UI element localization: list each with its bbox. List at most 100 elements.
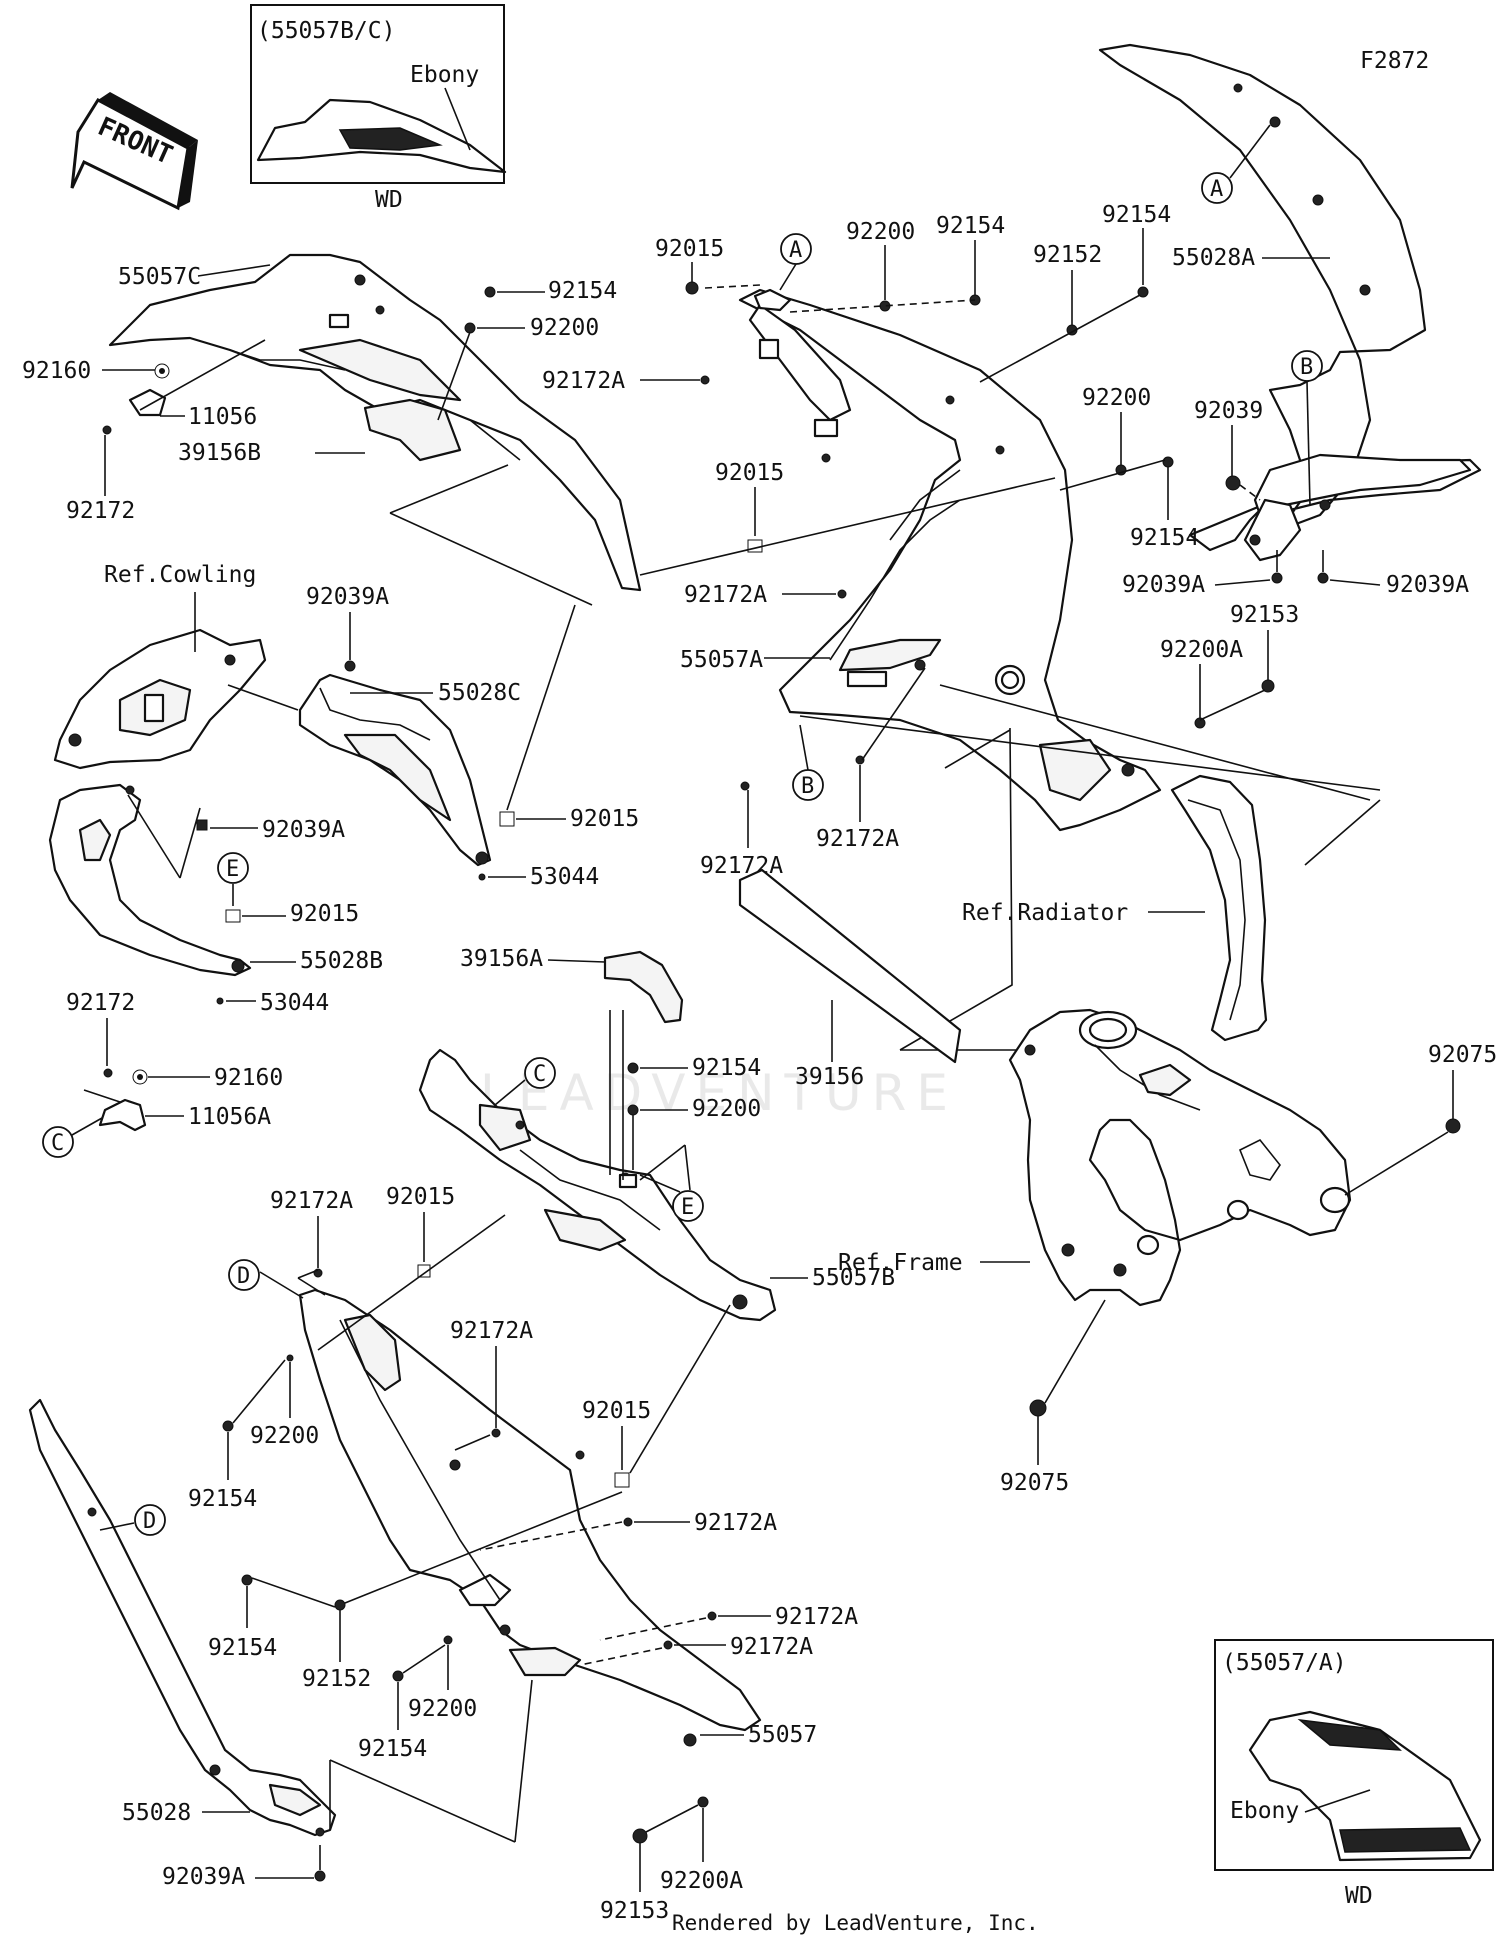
label-92154-lw2: 92154	[208, 1635, 277, 1661]
nut-92200-top-icon	[464, 322, 476, 334]
label-55057: 55057	[748, 1722, 817, 1748]
label-92172-l: 92172	[66, 990, 135, 1016]
nut-92039-icon	[1225, 475, 1241, 491]
bracket-11056A-icon	[98, 1098, 147, 1132]
label-92039A-bot: 92039A	[162, 1864, 245, 1890]
part-55028	[28, 1398, 337, 1837]
callout-B-right	[1291, 350, 1323, 382]
trim-39156B-icon	[363, 398, 462, 462]
trim-39156A-icon	[603, 950, 684, 1024]
nut-92200-lw3-icon	[443, 1635, 453, 1645]
label-92154-r: 92154	[1130, 525, 1199, 551]
inset-55057BC: (55057B/C) Ebony WD	[250, 4, 507, 213]
label-92200-lw: 92200	[250, 1423, 319, 1449]
label-55028C: 55028C	[438, 680, 521, 706]
label-92039A-r1: 92039A	[1122, 572, 1205, 598]
nut-92200A-r-icon	[1194, 717, 1206, 729]
label-92039A-l: 92039A	[262, 817, 345, 843]
label-92200-lw3: 92200	[408, 1696, 477, 1722]
bolt-92154-lw3-icon	[392, 1670, 404, 1682]
label-92152-a: 92152	[1033, 242, 1102, 268]
label-92154-b: 92154	[1102, 202, 1171, 228]
ref-frame	[1008, 1008, 1352, 1307]
bolt-92172A-top-icon	[700, 375, 710, 385]
bolt-92154-b-icon	[1137, 286, 1149, 298]
part-55057	[298, 1288, 762, 1747]
callout-D-mid-label: D	[237, 1264, 250, 1289]
callout-D-left	[134, 1504, 166, 1536]
part-55028C	[298, 673, 492, 867]
nut-92200-lw-icon	[286, 1354, 294, 1362]
part-55028B	[48, 783, 252, 977]
label-55028: 55028	[122, 1800, 191, 1826]
grommet-53044-l-icon	[216, 997, 224, 1005]
nut-92039A-r2-icon	[1317, 572, 1329, 584]
label-92200A-r: 92200A	[1160, 637, 1243, 663]
label-ref-radiator: Ref.Radiator	[962, 900, 1128, 926]
label-39156: 39156	[795, 1064, 864, 1090]
grommet-53044-c-icon	[478, 873, 486, 881]
nut-92039A-l-icon	[196, 819, 208, 831]
grommet-92015-e-icon	[225, 909, 241, 923]
label-ref-cowling: Ref.Cowling	[104, 562, 256, 588]
bolt-92172A-b2-icon	[855, 755, 865, 765]
bolt-92172-l-icon	[103, 1068, 113, 1078]
part-55057A	[738, 288, 1162, 832]
label-92172A-b1: 92172A	[700, 853, 783, 879]
inset-code-bottom: (55057/A)	[1222, 1650, 1347, 1676]
grommet-92015-lw-icon	[417, 1264, 431, 1278]
bolt-92152-lw-icon	[334, 1599, 346, 1611]
label-92154-a: 92154	[936, 213, 1005, 239]
callout-C-left-label: C	[51, 1131, 64, 1156]
label-92075-top: 92075	[1428, 1042, 1497, 1068]
label-11056A: 11056A	[188, 1104, 271, 1130]
callout-E-mid	[672, 1190, 704, 1222]
label-11056: 11056	[188, 404, 257, 430]
label-53044-l: 53044	[260, 990, 329, 1016]
part-55057B	[418, 1048, 777, 1322]
label-92154-m: 92154	[692, 1055, 761, 1081]
bolt-92172A-b1-icon	[740, 781, 750, 791]
bolt-92154-lw2-icon	[241, 1574, 253, 1586]
bolt-92154-lw-icon	[222, 1420, 234, 1432]
ref-radiator	[1170, 774, 1268, 1042]
label-92015-c: 92015	[570, 806, 639, 832]
grommet-92015-c-icon	[499, 811, 515, 827]
figure-code: F2872	[1360, 48, 1429, 74]
inset-note-bottom: WD	[1345, 1883, 1373, 1909]
label-92172: 92172	[66, 498, 135, 524]
label-92160-l: 92160	[214, 1065, 283, 1091]
bolt-92154-m-icon	[627, 1062, 639, 1074]
callout-B-right-label: B	[1300, 355, 1313, 380]
callout-E-left	[217, 852, 249, 884]
nut-92039A-r1-icon	[1271, 572, 1283, 584]
label-39156B: 39156B	[178, 440, 261, 466]
label-55057A: 55057A	[680, 647, 763, 673]
label-92172A-b2: 92172A	[816, 826, 899, 852]
label-92160: 92160	[22, 358, 91, 384]
part-55057C	[108, 253, 642, 592]
bolt-92153-bot-icon	[632, 1828, 648, 1844]
inset-55057A: (55057/A) Ebony WD	[1214, 1639, 1494, 1909]
trim-39156-icon	[738, 868, 962, 1064]
label-92154-top: 92154	[548, 278, 617, 304]
bracket-11056-icon	[128, 388, 167, 417]
part-55028A	[1098, 43, 1482, 562]
label-92154-lw3: 92154	[358, 1736, 427, 1762]
inset-code-top: (55057B/C)	[257, 18, 395, 44]
bracket-A-icon	[753, 288, 792, 312]
nut-92200-m-icon	[627, 1104, 639, 1116]
callout-C-left	[42, 1126, 74, 1158]
bolt-92172A-mid-icon	[837, 589, 847, 599]
label-92172A-lw: 92172A	[270, 1188, 353, 1214]
label-55028B: 55028B	[300, 948, 383, 974]
callout-A-right-label: A	[1210, 177, 1223, 202]
callout-E-mid-label: E	[681, 1195, 694, 1220]
bolt-92154-top-icon	[484, 286, 496, 298]
nut-92039A-bot-icon	[314, 1870, 326, 1882]
nut-92075-bot-icon	[1029, 1399, 1047, 1417]
callout-C-mid	[524, 1057, 556, 1089]
label-92172A-lw3: 92172A	[694, 1510, 777, 1536]
